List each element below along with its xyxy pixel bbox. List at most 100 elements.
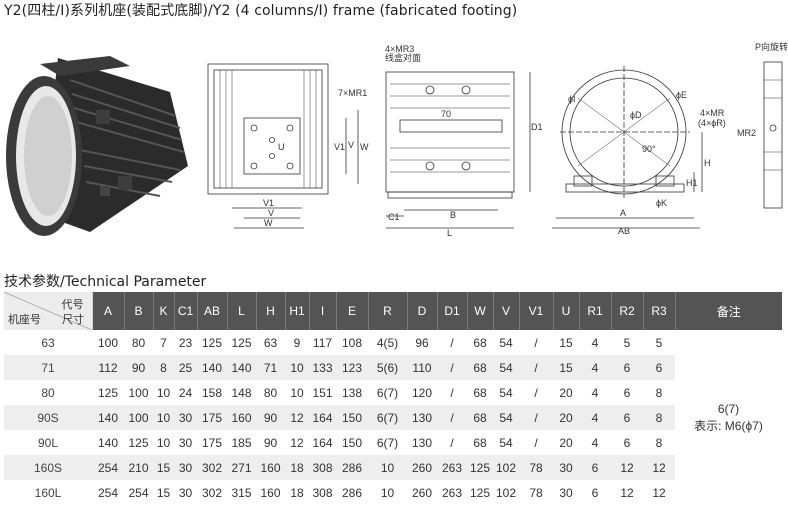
table-cell: 8 <box>643 405 675 430</box>
label-p-direction-rotation: P向旋转 <box>755 41 788 52</box>
table-cell: 302 <box>197 480 227 505</box>
label-ab: AB <box>618 226 630 236</box>
frame-number-cell: 90L <box>4 430 92 455</box>
table-cell: 12 <box>285 430 309 455</box>
table-cell: 80 <box>256 380 285 405</box>
table-cell: 12 <box>611 480 643 505</box>
table-cell: 110 <box>407 355 437 380</box>
table-cell: 68 <box>467 430 493 455</box>
column-header: V1 <box>519 292 554 330</box>
column-header: H <box>256 292 286 330</box>
label-a: A <box>620 208 626 218</box>
label-h1: H1 <box>686 178 698 188</box>
table-cell: 30 <box>553 480 579 505</box>
notes-column-header: 备注 <box>675 292 782 330</box>
table-cell: 160 <box>256 480 285 505</box>
table-cell: 12 <box>611 455 643 480</box>
column-header: R <box>368 292 408 330</box>
table-cell: 80 <box>124 330 153 355</box>
table-cell: 286 <box>336 455 368 480</box>
table-cell: 6 <box>579 480 611 505</box>
table-cell: 30 <box>174 480 197 505</box>
table-cell: 30 <box>553 455 579 480</box>
frame-number-cell: 80 <box>4 380 92 405</box>
label-u: U <box>278 142 285 152</box>
label-phi-k: ϕK <box>656 198 667 208</box>
table-cell: 160 <box>227 405 256 430</box>
table-cell: 125 <box>467 480 493 505</box>
table-cell: 24 <box>174 380 197 405</box>
table-cell: 30 <box>174 405 197 430</box>
table-cell: 100 <box>124 380 153 405</box>
label-w-bottom: W <box>264 218 273 228</box>
table-cell: 54 <box>493 405 519 430</box>
table-cell: 20 <box>553 380 579 405</box>
table-cell: 185 <box>227 430 256 455</box>
table-cell: 308 <box>309 480 336 505</box>
table-cell: 18 <box>285 480 309 505</box>
table-cell: 6 <box>611 355 643 380</box>
label-b: B <box>450 210 456 220</box>
label-phi-e: ϕE <box>676 90 687 100</box>
table-cell: 6 <box>643 355 675 380</box>
label-d1: D1 <box>531 122 543 132</box>
notes-cell: 6(7)表示: M6(ϕ7) <box>675 330 782 505</box>
label-mr2: MR2 <box>737 128 756 138</box>
frame-number-cell: 160L <box>4 480 92 505</box>
page-title: Y2(四柱/Ⅰ)系列机座(装配式底脚)/Y2 (4 columns/I) fra… <box>4 3 518 19</box>
notes-line-2: 表示: M6(ϕ7) <box>694 418 763 433</box>
table-cell: / <box>437 355 467 380</box>
table-cell: 175 <box>197 430 227 455</box>
drawing-end-view <box>552 66 703 229</box>
table-cell: 10 <box>368 480 407 505</box>
table-cell: 254 <box>92 455 124 480</box>
table-cell: 6 <box>579 455 611 480</box>
table-cell: 160 <box>256 455 285 480</box>
table-cell: 102 <box>493 455 519 480</box>
label-v-bottom: V <box>268 208 274 218</box>
column-header: V <box>493 292 520 330</box>
table-cell: 4 <box>579 330 611 355</box>
table-cell: / <box>519 430 553 455</box>
label-h: H <box>704 158 711 168</box>
label-v1-bottom: V1 <box>263 198 274 208</box>
table-cell: 10 <box>285 355 309 380</box>
label-4phi-r: (4×ϕR) <box>698 118 726 128</box>
table-header-row: 代号 机座号 尺寸 A B K C1 AB L H H1 I E R D D1 … <box>4 292 782 330</box>
table-cell: 10 <box>153 405 174 430</box>
table-cell: 20 <box>553 405 579 430</box>
table-cell: 271 <box>227 455 256 480</box>
table-cell: 6(7) <box>368 380 407 405</box>
table-cell: 112 <box>92 355 124 380</box>
column-header: I <box>309 292 337 330</box>
table-cell: 148 <box>227 380 256 405</box>
table-cell: 54 <box>493 355 519 380</box>
table-cell: 23 <box>174 330 197 355</box>
table-cell: 10 <box>285 380 309 405</box>
table-cell: 12 <box>643 455 675 480</box>
drawing-top-view <box>207 63 359 229</box>
table-cell: 210 <box>124 455 153 480</box>
table-cell: 7 <box>153 330 174 355</box>
table-cell: / <box>519 355 553 380</box>
table-cell: 78 <box>519 455 553 480</box>
table-cell: 308 <box>309 455 336 480</box>
table-cell: 254 <box>124 480 153 505</box>
label-w-side: W <box>360 142 369 152</box>
table-cell: 263 <box>437 480 467 505</box>
table-cell: 54 <box>493 430 519 455</box>
table-cell: 68 <box>467 355 493 380</box>
table-cell: 125 <box>467 455 493 480</box>
column-header: E <box>336 292 369 330</box>
table-cell: 68 <box>467 330 493 355</box>
table-cell: 123 <box>336 355 368 380</box>
table-cell: 151 <box>309 380 336 405</box>
table-cell: 4 <box>579 380 611 405</box>
table-cell: 100 <box>92 330 124 355</box>
